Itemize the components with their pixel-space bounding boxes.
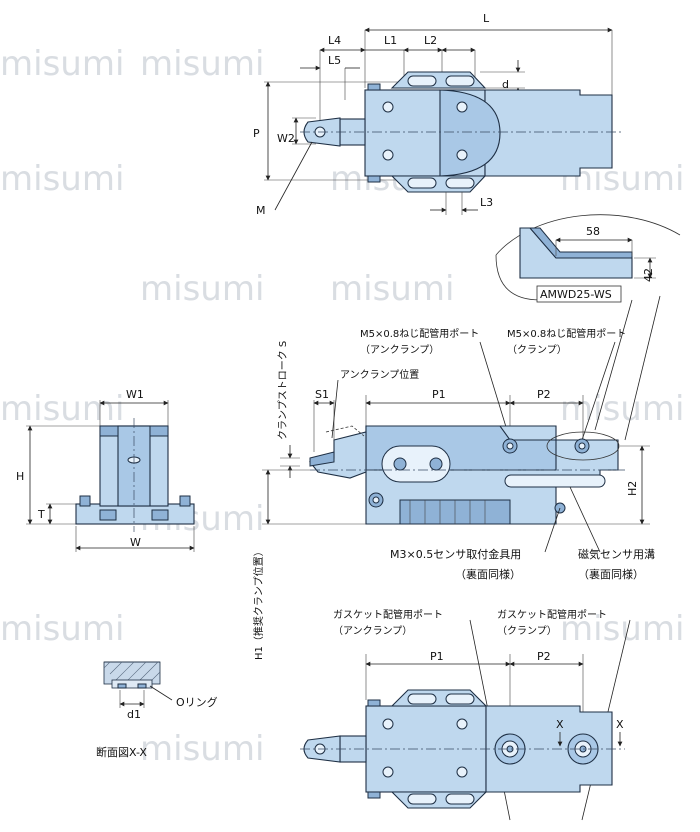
section-mark-x-right: X [616,718,624,731]
oring-label: Oリング [176,695,218,709]
svg-text:misumi: misumi [330,269,454,309]
dim-L5: L5 [328,54,341,67]
callout-detail: 58 42 AMWD25-WS [495,214,681,441]
dim-P1-bottom: P1 [430,650,444,663]
sensor-mount-line2: （裏面同様） [455,567,521,581]
section-mark-x-left: X [556,718,564,731]
top-view: L L4 L5 L1 L2 d P W2 [253,12,622,217]
dim-W2: W2 [277,132,295,145]
dim-P2-bottom: P2 [537,650,551,663]
dim-d: d [502,78,509,91]
dim-H: H [16,470,24,483]
sensor-groove-line2: （裏面同様） [578,567,644,581]
port-unclamp-line1: M5×0.8ねじ配管用ポート [360,327,479,340]
gasket-unclamp-line1: ガスケット配管用ポート [333,608,443,621]
dim-L2: L2 [424,34,437,47]
svg-text:misumi: misumi [0,609,124,649]
dim-L: L [483,12,490,25]
svg-text:misumi: misumi [140,729,264,769]
dim-d1: d1 [127,708,141,721]
sensor-mount-line1: M3×0.5センサ取付金具用 [390,547,521,561]
gasket-clamp-line1: ガスケット配管用ポート [497,608,607,621]
front-view: クランプストローク S H1（推奨クランプ位置） S1 P1 P2 アンクランプ… [252,327,655,660]
side-base-plate [75,503,195,525]
h1-label: H1（推奨クランプ位置） [252,546,265,660]
svg-text:misumi: misumi [560,609,684,649]
dim-L1: L1 [384,34,397,47]
dim-L3: L3 [480,196,493,209]
dim-T: T [37,508,45,521]
callout-model-label: AMWD25-WS [540,288,612,301]
port-clamp-line1: M5×0.8ねじ配管用ポート [507,327,626,340]
dim-L4: L4 [328,34,341,47]
callout-height-value: 42 [642,268,655,282]
sensor-groove-line1: 磁気センサ用溝 [578,547,655,561]
callout-width-value: 58 [586,225,600,238]
port-clamp-line2: （クランプ） [507,344,567,356]
dim-S1: S1 [315,388,329,401]
dim-P1-front: P1 [432,388,446,401]
svg-text:misumi: misumi [0,44,124,84]
svg-text:misumi: misumi [140,269,264,309]
section-title: 断面図X-X [96,745,147,759]
svg-text:misumi: misumi [0,159,124,199]
dim-W: W [130,536,141,549]
gasket-unclamp-line2: （アンクランプ） [333,625,412,637]
svg-text:misumi: misumi [140,44,264,84]
dim-M: M [256,204,266,217]
dim-H2: H2 [626,481,639,496]
unclamp-position-label: アンクランプ位置 [340,368,419,381]
bottom-view: ガスケット配管用ポート （アンクランプ） ガスケット配管用ポート （クランプ） … [300,608,631,821]
dim-P2-front: P2 [537,388,551,401]
dim-W1: W1 [126,388,144,401]
svg-text:misumi: misumi [0,389,124,429]
svg-text:misumi: misumi [560,389,684,429]
dim-P: P [253,127,260,140]
side-view: W1 H T W [16,388,195,552]
port-unclamp-line2: （アンクランプ） [360,344,439,356]
gasket-clamp-line2: （クランプ） [497,625,557,637]
front-arm [308,431,367,479]
stroke-s-label: クランプストローク S [277,341,289,440]
section-xx: d1 Oリング 断面図X-X [96,661,218,759]
